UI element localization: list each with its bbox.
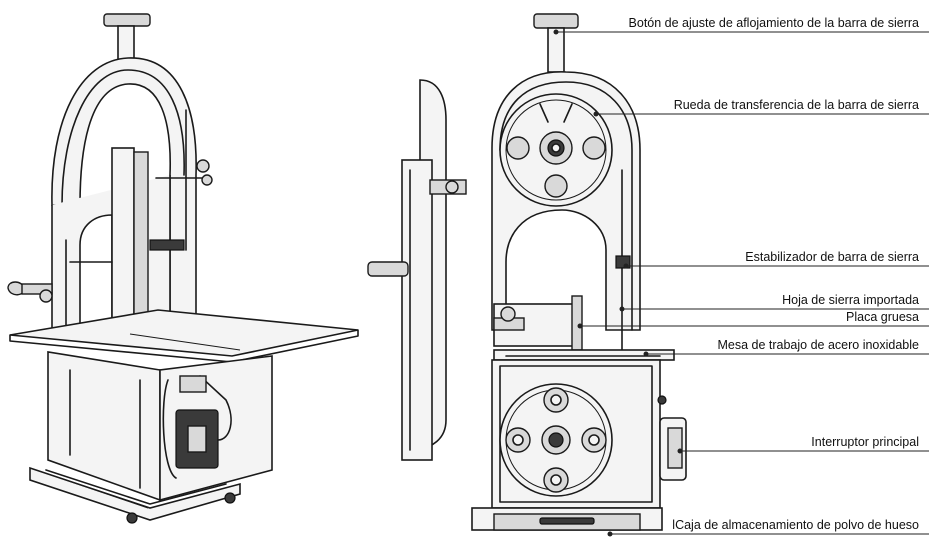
- label-tension-knob: Botón de ajuste de aflojamiento de la ba…: [628, 16, 919, 30]
- bandsaw-perspective-view: [7, 13, 359, 524]
- label-main-switch: Interruptor principal: [811, 435, 919, 449]
- label-dust-box: lCaja de almacenamiento de polvo de hues…: [672, 518, 919, 532]
- callout-leaders: [553, 29, 929, 537]
- label-thick-plate: Placa gruesa: [846, 310, 919, 324]
- label-imported-blade: Hoja de sierra importada: [782, 293, 919, 307]
- label-transfer-wheel: Rueda de transferencia de la barra de si…: [673, 98, 919, 112]
- bandsaw-front-view: [367, 13, 687, 531]
- label-stainless-table: Mesa de trabajo de acero inoxidable: [717, 338, 919, 352]
- label-blade-stabilizer: Estabilizador de barra de sierra: [745, 250, 919, 264]
